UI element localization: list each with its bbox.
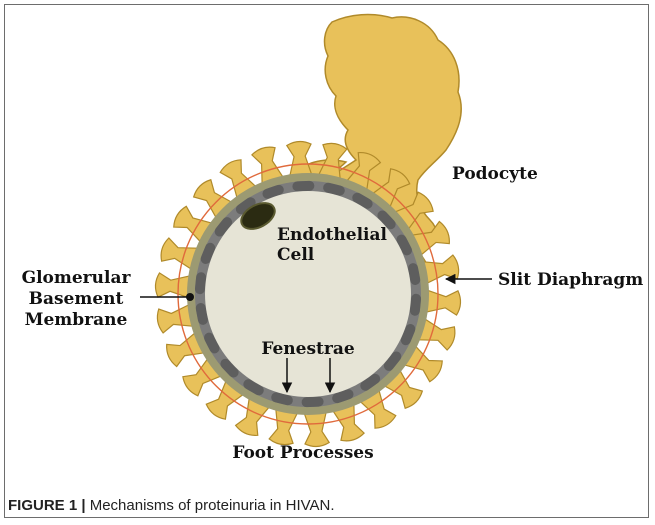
endothelial-segment — [292, 181, 314, 192]
foot-process — [157, 305, 192, 333]
foot-process — [427, 290, 461, 315]
endothelial-cell-label-line1: Endothelial — [277, 225, 388, 245]
caption-text: Mechanisms of proteinuria in HIVAN. — [86, 497, 335, 514]
foot-processes-label: Foot Processes — [232, 443, 373, 463]
capillary-lumen — [205, 191, 411, 397]
foot-process — [155, 273, 189, 298]
figure-caption: FIGURE 1 | Mechanisms of proteinuria in … — [8, 497, 638, 515]
foot-process — [305, 413, 330, 447]
foot-process — [269, 410, 297, 445]
figure-number: FIGURE 1 | — [8, 497, 86, 514]
gbm-label-line1: Glomerular — [22, 268, 132, 288]
endothelial-segment — [301, 396, 323, 407]
gbm-pointer-dot — [186, 293, 194, 301]
gbm-label-line2: Basement — [29, 289, 124, 309]
gbm-label-line3: Membrane — [25, 310, 128, 330]
slit-diaphragm-label: Slit Diaphragm — [498, 270, 643, 290]
podocyte-label: Podocyte — [452, 164, 538, 184]
endothelial-cell-label-line2: Cell — [277, 245, 315, 265]
foot-process — [287, 141, 312, 175]
fenestrae-label: Fenestrae — [261, 339, 355, 359]
